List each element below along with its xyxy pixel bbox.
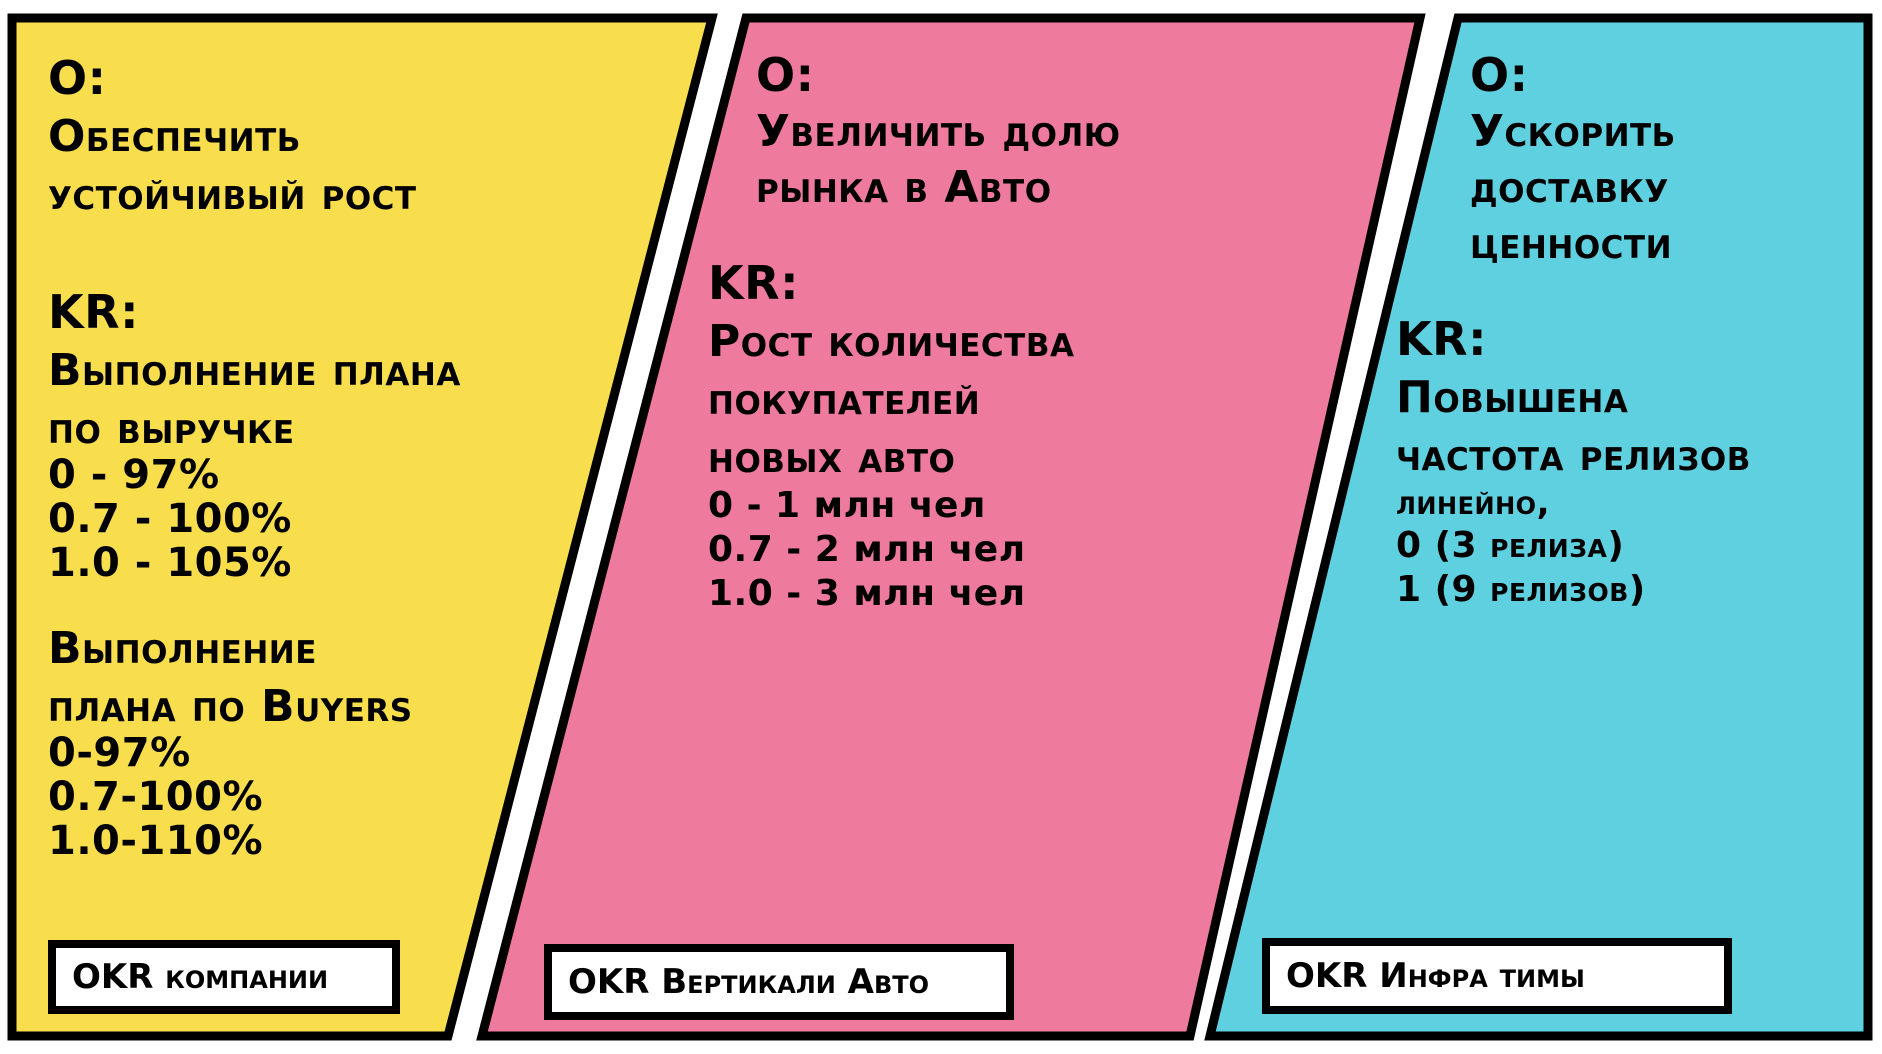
objective-line: Обеспечить bbox=[48, 111, 301, 162]
kr-title: по выручке bbox=[48, 403, 295, 454]
objective-line: доставку bbox=[1470, 162, 1669, 213]
kr-scale: 1 (9 релизов) bbox=[1396, 569, 1646, 610]
tag-label: OKR Инфра тимы bbox=[1286, 956, 1585, 996]
kr-scale: 0.7 - 100% bbox=[48, 496, 292, 542]
vertical-tag: OKR Вертикали Авто bbox=[544, 944, 1014, 1020]
kr-scale: 0 - 97% bbox=[48, 452, 220, 498]
kr-title: частота релизов bbox=[1396, 430, 1751, 481]
kr-title: Выполнение плана bbox=[48, 345, 461, 396]
company-panel bbox=[7, 13, 718, 1041]
kr-title: Выполнение bbox=[48, 623, 317, 674]
objective-label: O: bbox=[756, 48, 815, 102]
kr-title: покупателей bbox=[708, 374, 981, 425]
infra-tag: OKR Инфра тимы bbox=[1262, 938, 1732, 1014]
kr-label: KR: bbox=[1396, 312, 1487, 366]
kr-scale: 0 - 1 млн чел bbox=[708, 485, 986, 526]
objective-line: ценности bbox=[1470, 218, 1673, 269]
vertical-okr-kr: KR: Рост количества покупателей новых ав… bbox=[708, 260, 1074, 612]
tag-label: OKR компании bbox=[72, 957, 329, 997]
kr-scale: 1.0 - 3 млн чел bbox=[708, 573, 1026, 614]
kr-scale: 0.7 - 2 млн чел bbox=[708, 529, 1026, 570]
company-tag: OKR компании bbox=[48, 940, 400, 1014]
objective-line: рынка в Авто bbox=[756, 162, 1052, 213]
company-okr: O: Обеспечить устойчивый рост KR: Выполн… bbox=[48, 55, 461, 861]
kr-title: новых авто bbox=[708, 432, 956, 483]
infra-panel bbox=[1204, 13, 1873, 1041]
kr-scale: 1.0 - 105% bbox=[48, 540, 292, 586]
infra-okr-kr: KR: Повышена частота релизов линейно, 0 … bbox=[1396, 316, 1751, 608]
tag-label: OKR Вертикали Авто bbox=[568, 962, 930, 1002]
kr-title: плана по Buyers bbox=[48, 681, 413, 732]
objective-label: O: bbox=[1470, 48, 1529, 102]
kr-note: линейно, bbox=[1396, 483, 1550, 523]
kr-title: Повышена bbox=[1396, 372, 1629, 423]
kr-scale: 1.0-110% bbox=[48, 818, 264, 864]
kr-label: KR: bbox=[708, 256, 799, 310]
objective-line: Увеличить долю bbox=[756, 106, 1121, 157]
kr-scale: 0 (3 релиза) bbox=[1396, 525, 1625, 566]
infra-okr-objective: O: Ускорить доставку ценности bbox=[1470, 52, 1676, 266]
objective-label: O: bbox=[48, 51, 107, 105]
kr-scale: 0.7-100% bbox=[48, 774, 264, 820]
kr-scale: 0-97% bbox=[48, 730, 191, 776]
vertical-okr-objective: O: Увеличить долю рынка в Авто bbox=[756, 52, 1121, 210]
objective-line: Ускорить bbox=[1470, 106, 1676, 157]
kr-label: KR: bbox=[48, 285, 139, 339]
kr-title: Рост количества bbox=[708, 316, 1075, 367]
vertical-panel bbox=[476, 13, 1426, 1041]
objective-line: устойчивый рост bbox=[48, 169, 417, 220]
